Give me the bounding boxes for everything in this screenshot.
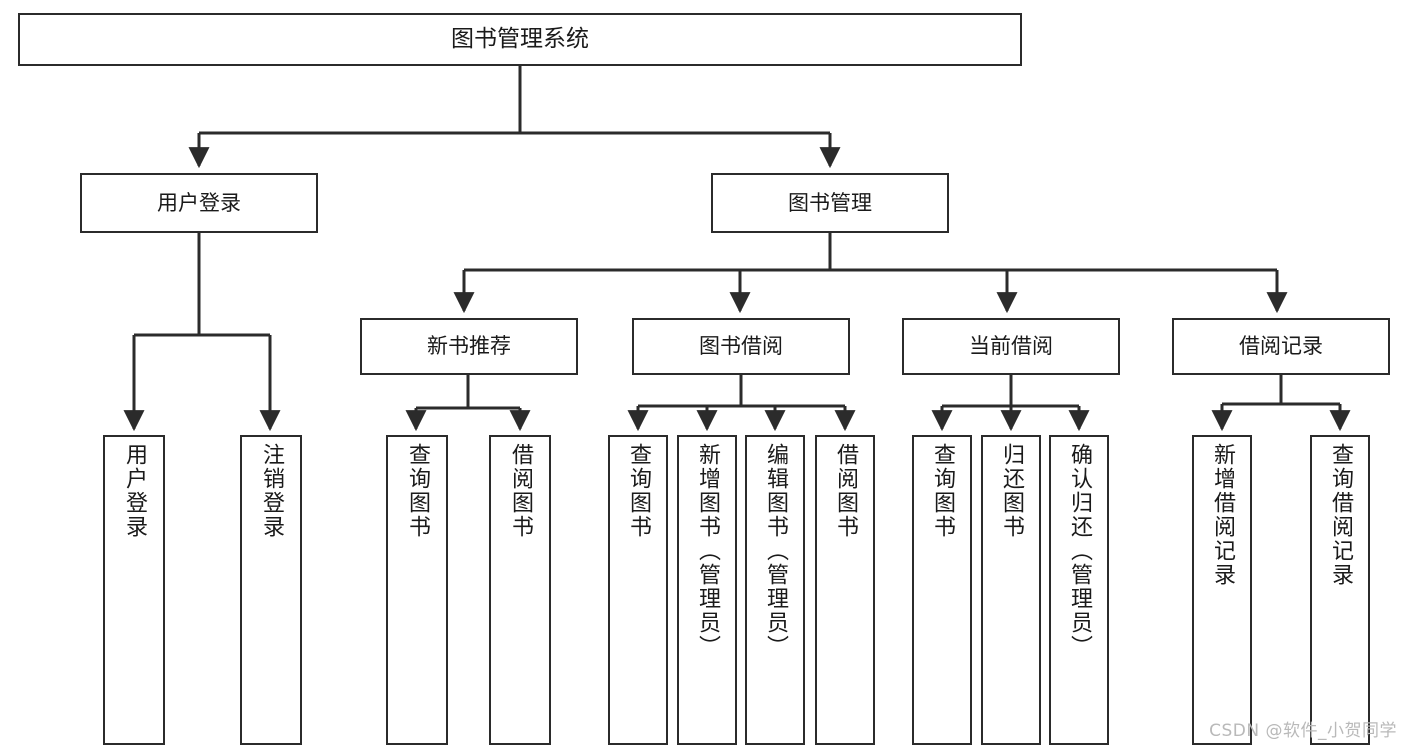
- node-label: 图书管理系统: [451, 25, 589, 52]
- leaf-user-login-signout[interactable]: 注销登录: [240, 435, 302, 745]
- node-label: 借阅图书: [507, 443, 533, 539]
- node-label: 借阅图书: [832, 443, 858, 539]
- node-user-login[interactable]: 用户登录: [80, 173, 318, 233]
- node-book-borrow[interactable]: 图书借阅: [632, 318, 850, 375]
- leaf-borrow-record-query-record[interactable]: 查询借阅记录: [1310, 435, 1370, 745]
- leaf-book-borrow-add-book-admin[interactable]: 新增图书（管理员）: [677, 435, 737, 745]
- node-label: 查询借阅记录: [1327, 443, 1353, 587]
- node-label: 用户登录: [121, 443, 147, 539]
- node-label: 查询图书: [625, 443, 651, 539]
- node-label: 查询图书: [929, 443, 955, 539]
- node-new-book-recommend[interactable]: 新书推荐: [360, 318, 578, 375]
- leaf-new-book-borrow-book[interactable]: 借阅图书: [489, 435, 551, 745]
- leaf-borrow-record-add-record[interactable]: 新增借阅记录: [1192, 435, 1252, 745]
- leaf-new-book-query-book[interactable]: 查询图书: [386, 435, 448, 745]
- leaf-user-login-signin[interactable]: 用户登录: [103, 435, 165, 745]
- node-label: 当前借阅: [969, 334, 1053, 359]
- node-current-borrow[interactable]: 当前借阅: [902, 318, 1120, 375]
- node-label: 图书借阅: [699, 334, 783, 359]
- node-label: 新书推荐: [427, 334, 511, 359]
- node-label: 查询图书: [404, 443, 430, 539]
- node-root-book-management-system[interactable]: 图书管理系统: [18, 13, 1022, 66]
- leaf-book-borrow-edit-book-admin[interactable]: 编辑图书（管理员）: [745, 435, 805, 745]
- node-book-management[interactable]: 图书管理: [711, 173, 949, 233]
- node-label: 用户登录: [157, 190, 241, 215]
- node-label: 确认归还（管理员）: [1066, 443, 1092, 659]
- node-label: 新增图书（管理员）: [694, 443, 720, 659]
- node-label: 图书管理: [788, 190, 872, 215]
- node-label: 注销登录: [258, 443, 284, 539]
- leaf-book-borrow-query-book[interactable]: 查询图书: [608, 435, 668, 745]
- node-label: 借阅记录: [1239, 334, 1323, 359]
- node-label: 编辑图书（管理员）: [762, 443, 788, 659]
- leaf-book-borrow-borrow-book[interactable]: 借阅图书: [815, 435, 875, 745]
- leaf-current-borrow-return-book[interactable]: 归还图书: [981, 435, 1041, 745]
- node-label: 归还图书: [998, 443, 1024, 539]
- node-label: 新增借阅记录: [1209, 443, 1235, 587]
- leaf-current-borrow-confirm-return-admin[interactable]: 确认归还（管理员）: [1049, 435, 1109, 745]
- leaf-current-borrow-query-book[interactable]: 查询图书: [912, 435, 972, 745]
- watermark-text: CSDN @软件_小贺同学: [1209, 721, 1397, 741]
- node-borrow-record[interactable]: 借阅记录: [1172, 318, 1390, 375]
